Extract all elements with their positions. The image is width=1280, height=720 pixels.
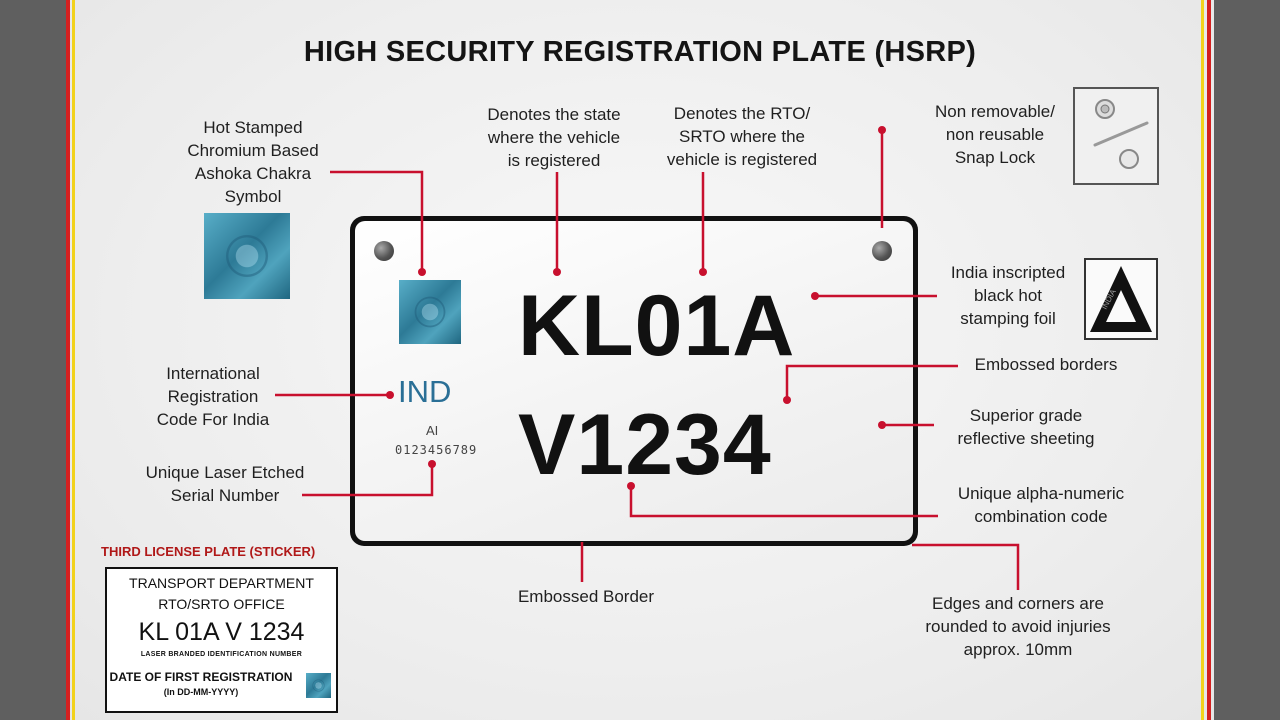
plate-country-code: IND xyxy=(398,374,452,409)
left-yellow-stripe xyxy=(72,0,75,720)
label-edges: Edges and corners are rounded to avoid i… xyxy=(925,594,1111,659)
label-chakra: Hot Stamped Chromium Based Ashoka Chakra… xyxy=(187,118,319,206)
number-plate: IND AI 0123456789 KL01A V1234 xyxy=(350,216,918,546)
label-foil: India inscripted black hot stamping foil xyxy=(950,263,1066,328)
plate-line-2: V1234 xyxy=(518,397,772,493)
hot-stamping-foil-image: INDIA xyxy=(1084,258,1158,340)
left-red-stripe xyxy=(66,0,70,720)
rivet-right-icon xyxy=(872,241,892,261)
sticker-date-label: DATE OF FIRST REGISTRATION xyxy=(109,670,293,684)
label-alpha-numeric: Unique alpha-numeric combination code xyxy=(957,484,1125,526)
sticker-office: RTO/SRTO OFFICE xyxy=(158,596,285,612)
label-reflective: Superior grade reflective sheeting xyxy=(957,406,1095,448)
ashoka-chakra-sample xyxy=(204,213,290,299)
label-embossed-borders: Embossed borders xyxy=(974,355,1118,374)
right-yellow-stripe xyxy=(1201,0,1204,720)
plate-serial-number: 0123456789 xyxy=(395,443,478,457)
foil-triangle-icon: INDIA xyxy=(1090,266,1152,332)
label-state: Denotes the state where the vehicle is r… xyxy=(487,105,621,170)
sticker-registration-number: KL 01A V 1234 xyxy=(138,618,305,646)
sticker-laser-line: LASER BRANDED IDENTIFICATION NUMBER xyxy=(140,651,303,658)
plate-line-1: KL01A xyxy=(518,278,796,374)
sticker-department: TRANSPORT DEPARTMENT xyxy=(129,575,314,591)
label-rto: Denotes the RTO/ SRTO where the vehicle … xyxy=(666,104,818,169)
rivet-left-icon xyxy=(374,241,394,261)
page-title: HIGH SECURITY REGISTRATION PLATE (HSRP) xyxy=(303,36,977,68)
plate-chakra-hologram xyxy=(399,280,461,344)
sticker-chakra-hologram xyxy=(306,673,331,698)
label-embossed-border: Embossed Border xyxy=(517,587,655,606)
third-license-plate-sticker: TRANSPORT DEPARTMENT RTO/SRTO OFFICE KL … xyxy=(105,567,338,713)
snap-lock-image xyxy=(1073,87,1159,185)
label-serial: Unique Laser Etched Serial Number xyxy=(145,463,305,505)
snap-lock-icon xyxy=(1093,99,1149,169)
label-snap-lock: Non removable/ non reusable Snap Lock xyxy=(934,102,1055,167)
right-red-stripe xyxy=(1207,0,1211,720)
sticker-heading: THIRD LICENSE PLATE (STICKER) xyxy=(101,544,316,559)
sticker-date-format: (In DD-MM-YYYY) xyxy=(163,687,239,697)
plate-ai-text: AI xyxy=(426,423,439,438)
plate-reflective-surface: IND AI 0123456789 KL01A V1234 xyxy=(355,221,913,541)
label-international: International Registration Code For Indi… xyxy=(156,364,270,429)
